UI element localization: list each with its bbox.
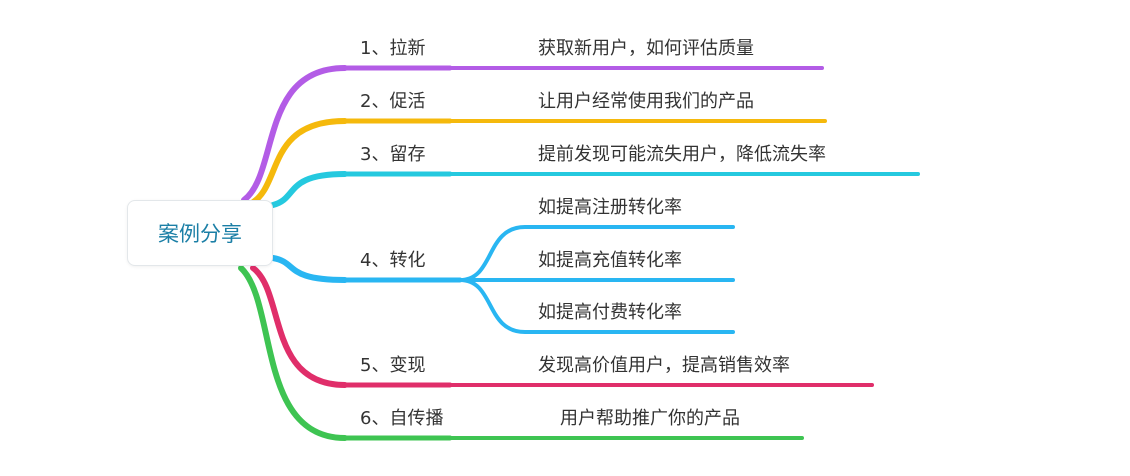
child-label-2-1[interactable]: 让用户经常使用我们的产品 [538,91,754,112]
branch-connector-1 [241,65,348,203]
branch-connector-4 [270,255,348,283]
root-label: 案例分享 [158,222,242,246]
child-label-5-1[interactable]: 发现高价值用户，提高销售效率 [538,355,790,376]
branch-connector-2 [247,118,348,207]
branch-label-6[interactable]: 6、自传播 [360,408,444,429]
child-underline-4-3 [458,278,735,334]
child-label-6-1[interactable]: 用户帮助推广你的产品 [560,408,740,429]
branch-label-1[interactable]: 1、拉新 [360,38,426,59]
branch-label-5[interactable]: 5、变现 [360,355,426,376]
child-label-1-1[interactable]: 获取新用户，如何评估质量 [538,38,754,59]
child-label-4-2[interactable]: 如提高充值转化率 [538,250,682,271]
child-label-3-1[interactable]: 提前发现可能流失用户，降低流失率 [538,144,826,165]
child-label-4-3[interactable]: 如提高付费转化率 [538,302,682,323]
branch-label-4[interactable]: 4、转化 [360,250,426,271]
root-node[interactable]: 案例分享 [127,200,273,266]
branch-connector-6 [238,265,348,441]
branch-connector-3 [270,171,348,208]
branch-connector-5 [250,265,348,388]
branch-label-3[interactable]: 3、留存 [360,144,426,165]
branch-label-2[interactable]: 2、促活 [360,91,426,112]
child-underline-4-1 [458,225,735,282]
child-label-4-1[interactable]: 如提高注册转化率 [538,197,682,218]
